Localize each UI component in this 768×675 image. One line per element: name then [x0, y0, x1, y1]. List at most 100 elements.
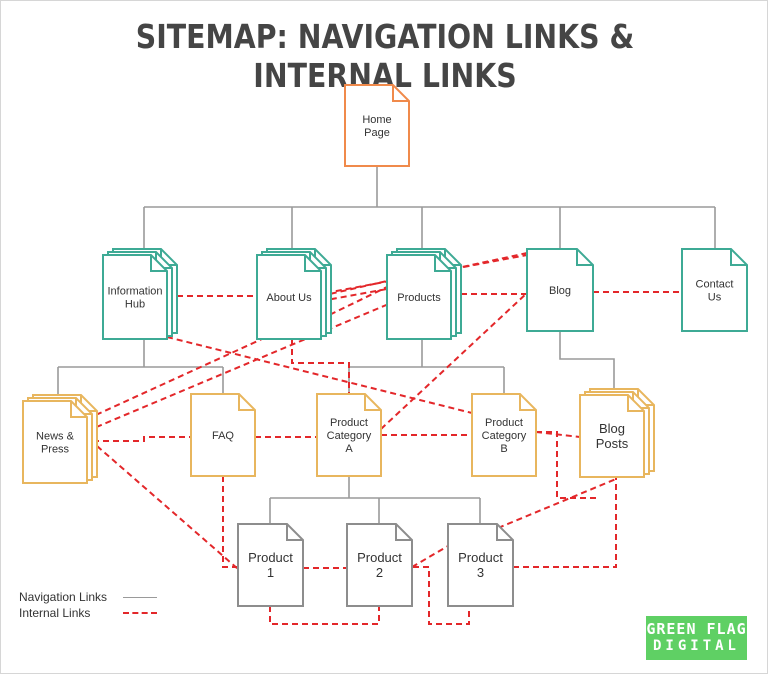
node-label-cat-a: A: [345, 443, 353, 455]
legend-internal-row: Internal Links: [19, 605, 157, 621]
nav-info-hub-children: [57, 339, 224, 399]
page-title: SITEMAP: NAVIGATION LINKS & INTERNAL LIN…: [135, 17, 635, 95]
node-label-contact: Us: [708, 291, 722, 303]
legend-navigation-swatch: [123, 596, 157, 598]
page-sheet-info-hub: [102, 254, 168, 340]
page-sheet-blog-posts-fold: [627, 395, 644, 412]
nav-products-children: [348, 339, 505, 394]
page-sheet-p3: [447, 523, 514, 607]
page-sheet-p3-fold: [496, 524, 513, 541]
page-sheet-p1: [237, 523, 304, 607]
legend-navigation-row: Navigation Links: [19, 589, 157, 605]
node-label-cat-b: Category: [482, 430, 527, 442]
page-sheet-products-fold: [434, 255, 451, 272]
int-product-2-product-3-bottom: [413, 566, 470, 625]
page-sheet-contact-fold: [730, 249, 747, 266]
node-label-cat-a: Category: [327, 430, 372, 442]
page-sheet-faq: [190, 393, 256, 477]
page-sheet-home: [344, 84, 410, 167]
page-sheet-products: [386, 254, 452, 340]
node-label-blog-posts: Posts: [596, 436, 629, 451]
legend-internal-swatch: [123, 612, 157, 614]
nav-blog-to-blog-posts: [559, 331, 615, 391]
int-product-1-product-2-bottom: [269, 606, 380, 625]
int-info-hub-category-b: [166, 336, 473, 414]
node-label-info-hub: Information: [107, 285, 162, 297]
node-label-p3: 3: [477, 565, 484, 580]
page-sheet-faq-fold: [238, 394, 255, 411]
node-label-news: Press: [41, 443, 70, 455]
int-faq-product-1: [222, 476, 238, 568]
page-sheet-p2-fold: [395, 524, 412, 541]
page-sheet-cat-a: [316, 393, 382, 477]
nav-home-to-level1: [143, 166, 716, 251]
node-label-cat-a: Product: [330, 417, 368, 429]
int-products-news: [86, 302, 392, 432]
page-sheet-news-fold: [70, 401, 87, 418]
page-sheet-home-fold: [392, 85, 409, 102]
nav-category-a-to-products: [269, 476, 481, 524]
node-label-home: Home: [362, 114, 391, 126]
legend-navigation-label: Navigation Links: [19, 590, 108, 604]
node-label-cat-b: B: [500, 443, 507, 455]
node-label-blog: Blog: [549, 285, 571, 297]
page-sheet-blog-fold: [576, 249, 593, 266]
int-about-category-a: [291, 339, 350, 394]
page-sheet-blog-posts: [579, 394, 645, 478]
int-blog-category-a: [380, 278, 543, 430]
int-news-product-1: [96, 445, 239, 570]
page-sheet-cat-b: [471, 393, 537, 477]
node-label-faq: FAQ: [212, 430, 234, 442]
node-label-p2: Product: [357, 550, 402, 565]
int-product-2-product-3: [411, 545, 449, 568]
page-sheet-about: [256, 254, 322, 340]
page-sheet-news: [22, 400, 88, 484]
node-label-contact: Contact: [696, 278, 734, 290]
logo-line-2: DIGITAL: [652, 638, 740, 654]
node-label-p1: Product: [248, 550, 293, 565]
page-sheet-blog: [526, 248, 594, 332]
node-label-info-hub: Hub: [125, 298, 145, 310]
page-sheet-p2: [346, 523, 413, 607]
page-sheet-cat-b-fold: [519, 394, 536, 411]
page-node-news: News &Press: [22, 394, 98, 484]
int-news-faq: [93, 436, 191, 442]
int-category-b-blog-posts-2: [536, 431, 597, 499]
node-label-p3: Product: [458, 550, 503, 565]
node-label-home: Page: [364, 127, 390, 139]
node-label-p1: 1: [267, 565, 274, 580]
node-label-blog-posts: Blog: [599, 421, 625, 436]
node-label-products: Products: [397, 292, 441, 304]
node-label-news: News &: [36, 430, 75, 442]
page-node-products: Products: [386, 248, 462, 340]
logo-line-1: GREEN FLAG: [646, 620, 747, 638]
int-product-3-blog-posts: [513, 477, 617, 568]
internal-links-layer: [86, 252, 682, 625]
navigation-links-layer: [57, 166, 716, 524]
legend-internal-label: Internal Links: [19, 606, 91, 620]
page-node-faq: FAQ: [190, 393, 256, 477]
node-label-p2: 2: [376, 565, 383, 580]
page-sheet-p1-fold: [286, 524, 303, 541]
page-node-about: About Us: [256, 248, 332, 340]
legend: Navigation Links Internal Links: [19, 589, 157, 621]
page-sheet-about-fold: [304, 255, 321, 272]
page-node-blog: Blog: [526, 248, 594, 332]
page-sheet-cat-a-fold: [364, 394, 381, 411]
green-flag-digital-logo: GREEN FLAG DIGITAL: [646, 616, 747, 660]
page-sheet-contact: [681, 248, 748, 332]
node-label-cat-b: Product: [485, 417, 523, 429]
int-blog-posts-product-3: [497, 478, 617, 529]
